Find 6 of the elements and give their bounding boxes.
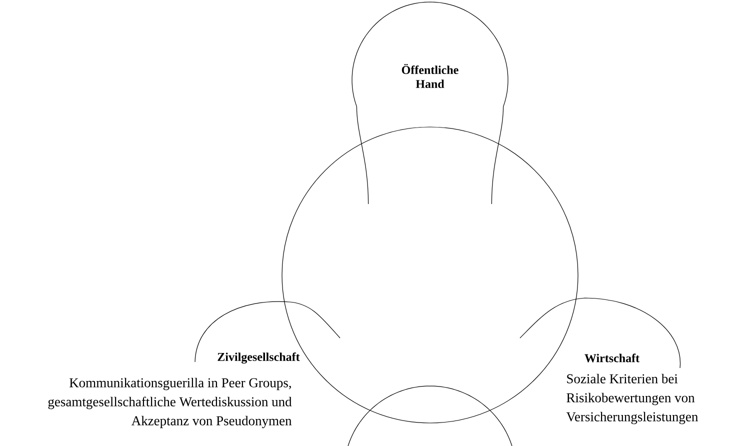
lobe-heading: Zivilgesellschaft (218, 352, 300, 364)
lobe-heading: Wirtschaft (584, 354, 640, 362)
description-text: Soziale Kriterien bei Risikobewertungen von Versicherungsleistungen (566, 374, 698, 424)
arc-outline (347, 386, 513, 446)
description-text: Kommunikationsguerilla in Peer Groups, gesamtgesellschaftliche Wertediskussion und Akzeptanz von Pseudonymen (48, 378, 292, 428)
lobe-heading: Öffentliche Hand (402, 64, 458, 88)
